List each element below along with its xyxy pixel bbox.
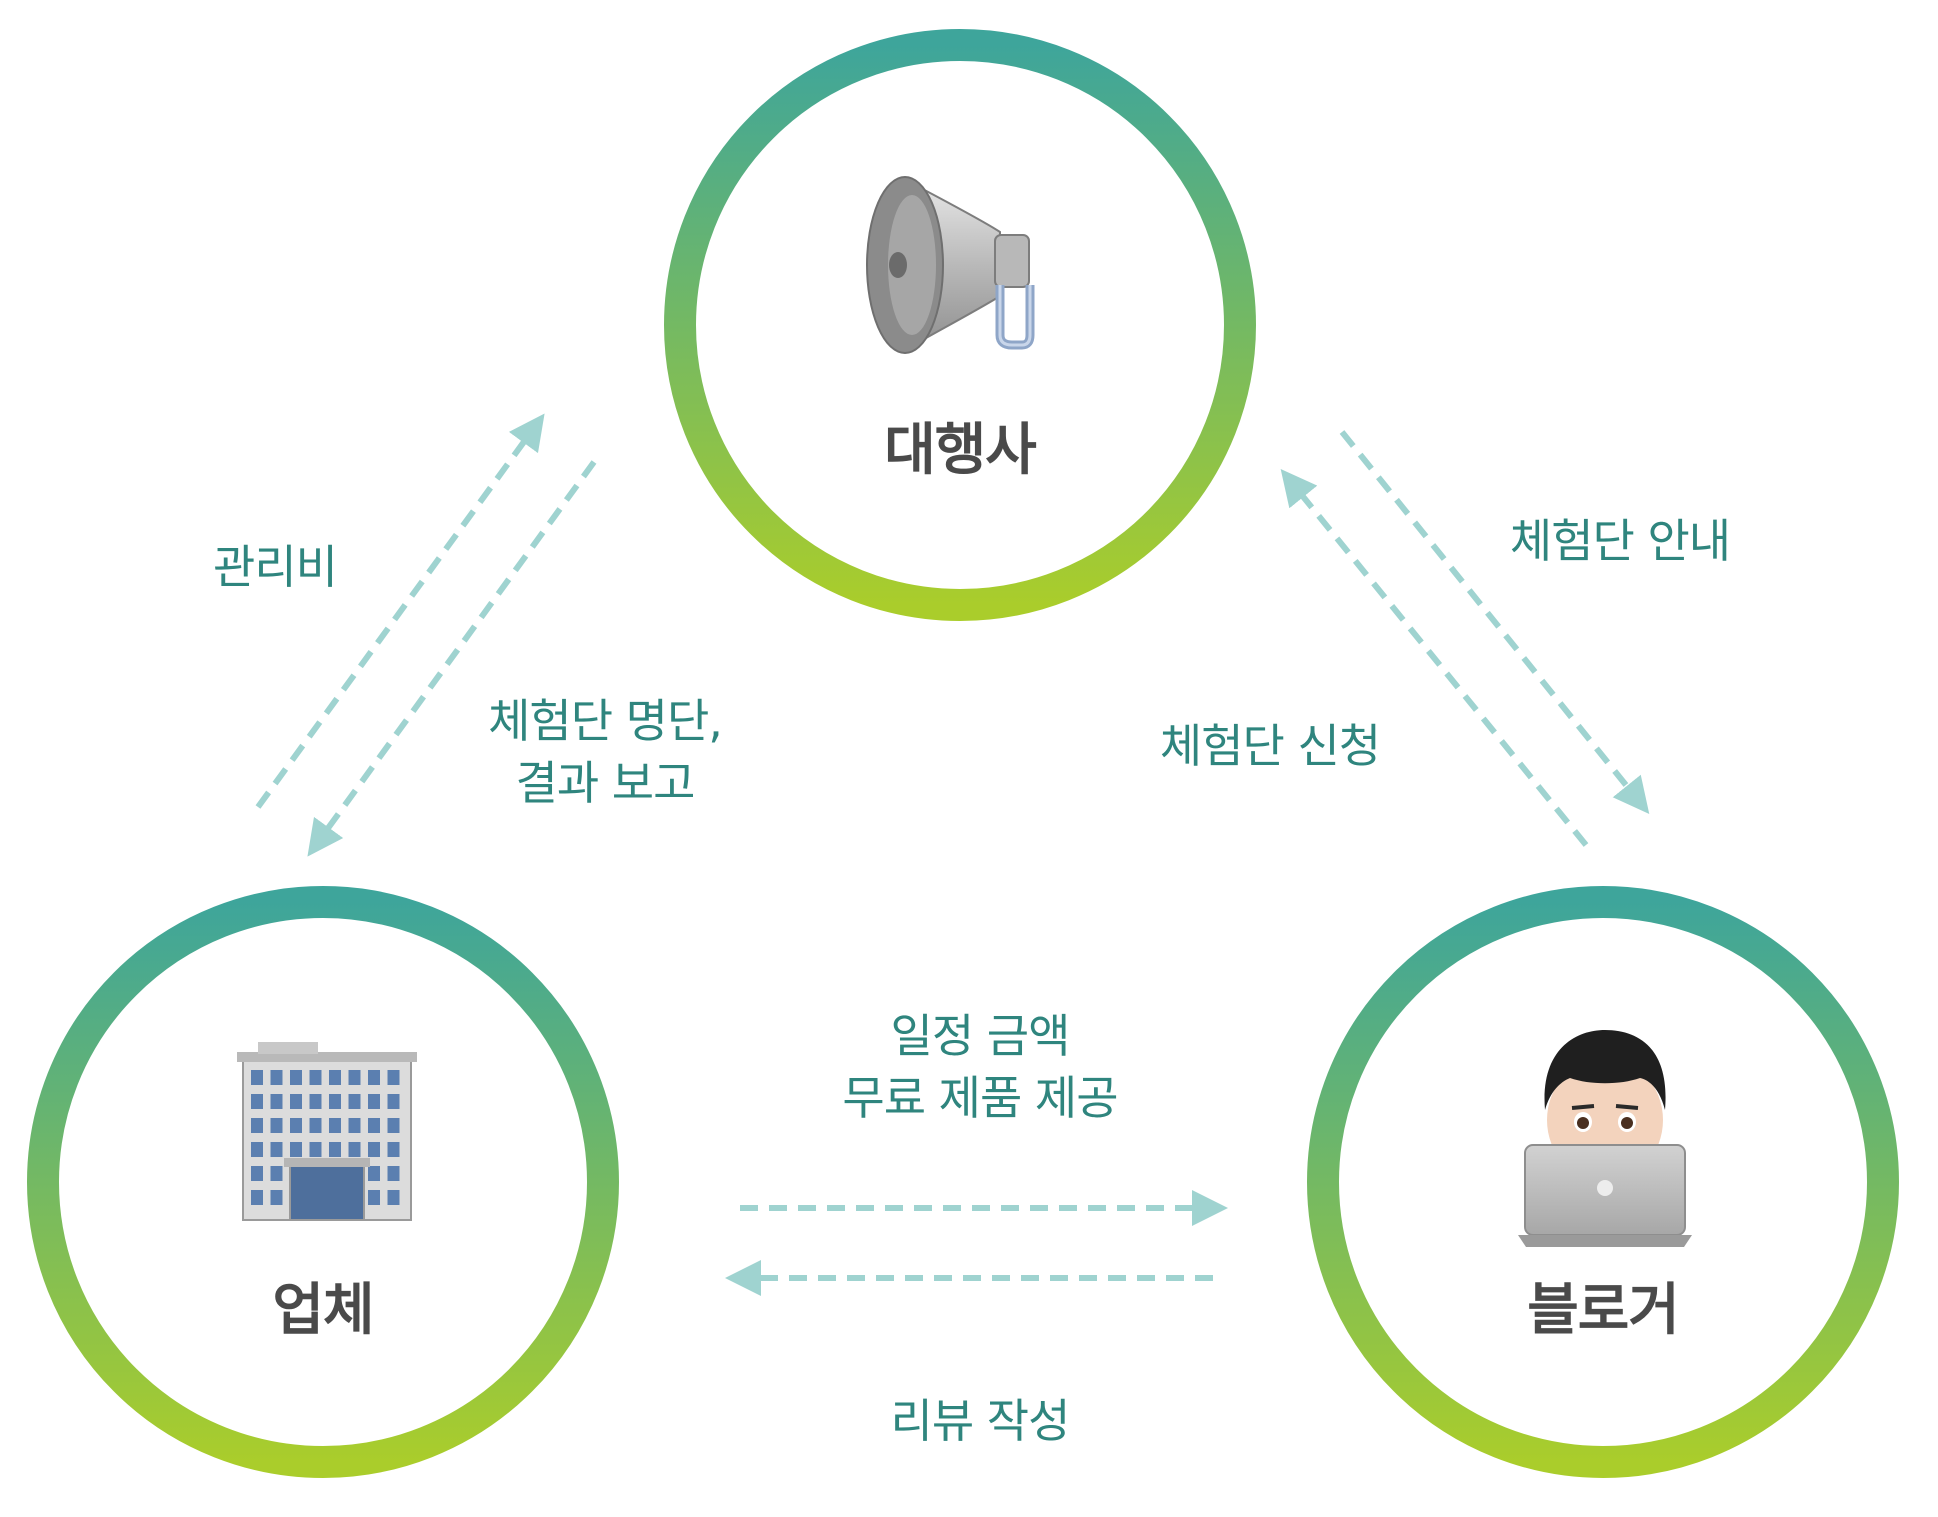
- building-window: [251, 1166, 263, 1181]
- building-window: [329, 1142, 341, 1157]
- building-window: [290, 1070, 302, 1085]
- blogger-node-label: 블로거: [1527, 1278, 1680, 1343]
- building-window: [387, 1190, 400, 1205]
- management-fee-label: 관리비: [213, 540, 338, 594]
- building-window: [270, 1118, 283, 1133]
- building-window: [251, 1118, 263, 1133]
- agency-node-ring: [664, 29, 1256, 621]
- building-window: [387, 1094, 400, 1109]
- building-window: [329, 1118, 341, 1133]
- building-window: [348, 1070, 361, 1085]
- building-window: [270, 1142, 283, 1157]
- building-window: [290, 1094, 302, 1109]
- building-window: [251, 1190, 263, 1205]
- building-window: [368, 1142, 380, 1157]
- building-window: [270, 1190, 283, 1205]
- building-window: [251, 1070, 263, 1085]
- arrow-company-to-agency: [255, 413, 545, 809]
- provide-label: 일정 금액 무료 제품 제공: [805, 1005, 1155, 1129]
- building-window: [329, 1094, 341, 1109]
- report-label-line2: 결과 보고: [515, 756, 696, 810]
- report-label-line1: 체험단 명단,: [488, 694, 723, 748]
- person-with-laptop-icon: [1518, 1030, 1692, 1247]
- building-window: [387, 1142, 400, 1157]
- building-window: [270, 1094, 283, 1109]
- building-window: [387, 1166, 400, 1181]
- building-window: [368, 1094, 380, 1109]
- building-window: [387, 1118, 400, 1133]
- building-window: [348, 1094, 361, 1109]
- building-window: [270, 1070, 283, 1085]
- building-window: [387, 1070, 400, 1085]
- building-window: [309, 1094, 322, 1109]
- building-window: [368, 1070, 380, 1085]
- building-window: [251, 1094, 263, 1109]
- building-window: [251, 1142, 263, 1157]
- building-window: [348, 1142, 361, 1157]
- apply-label: 체험단 신청: [1159, 719, 1381, 773]
- building-window: [368, 1190, 380, 1205]
- building-window: [309, 1142, 322, 1157]
- provide-label-line1: 일정 금액: [890, 1009, 1071, 1063]
- arrow-agency-to-blogger: [1339, 430, 1650, 815]
- arrow-blogger-to-agency: [1280, 469, 1589, 847]
- agency-node-label: 대행사: [884, 418, 1037, 483]
- building-window: [270, 1166, 283, 1181]
- megaphone-icon: [866, 176, 1035, 354]
- company-node-ring: [27, 886, 619, 1478]
- building-window: [329, 1070, 341, 1085]
- building-window: [368, 1118, 380, 1133]
- provide-label-line2: 무료 제품 제공: [842, 1071, 1118, 1125]
- arrow-agency-to-company: [307, 460, 597, 857]
- report-label: 체험단 명단, 결과 보고: [455, 690, 755, 814]
- review-label: 리뷰 작성: [890, 1394, 1071, 1448]
- building-window: [290, 1142, 302, 1157]
- blogger-node-ring: [1307, 886, 1899, 1478]
- building-window: [368, 1166, 380, 1181]
- guide-label: 체험단 안내: [1509, 514, 1731, 568]
- company-node-label: 업체: [272, 1278, 374, 1343]
- building-window: [348, 1118, 361, 1133]
- building-window: [309, 1118, 322, 1133]
- office-building-icon: [237, 1042, 417, 1221]
- building-window: [309, 1070, 322, 1085]
- building-window: [290, 1118, 302, 1133]
